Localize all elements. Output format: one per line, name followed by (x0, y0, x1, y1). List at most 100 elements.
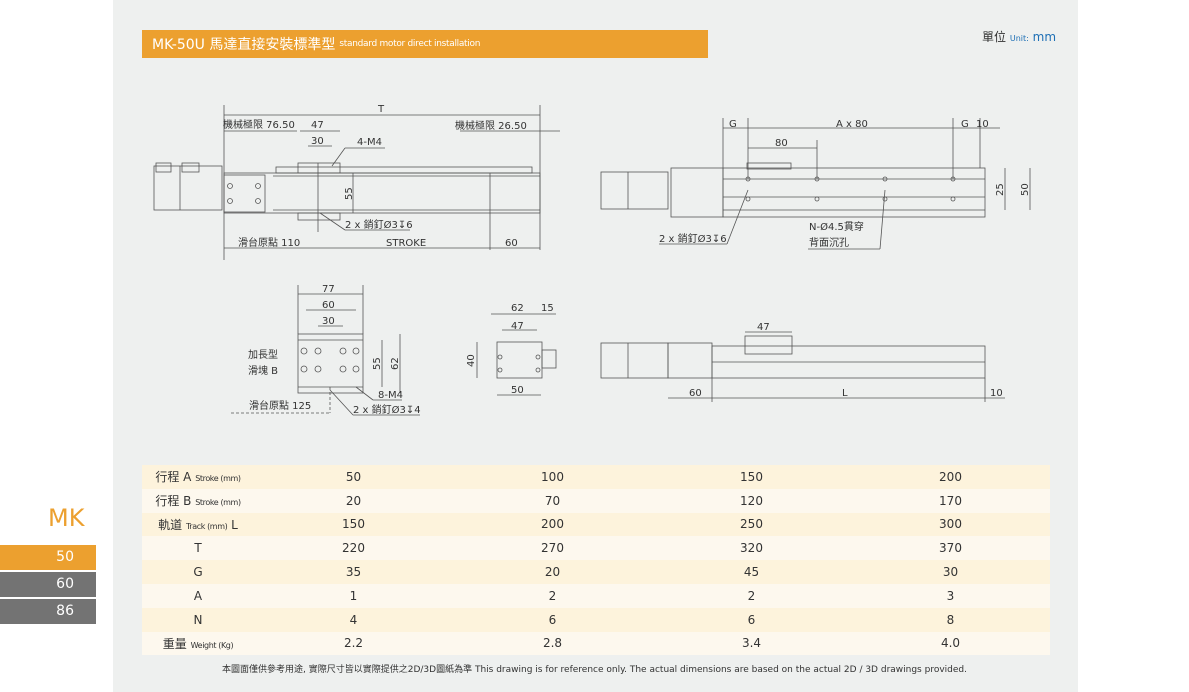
row-label-zh: N (193, 612, 203, 627)
drawing-end-view: 62 15 47 40 50 (466, 303, 557, 396)
row-label-zh: T (194, 541, 202, 556)
table-cell: 6 (747, 612, 756, 627)
row-label-en: Stroke (mm) (195, 474, 241, 484)
cover-plate (275, 166, 533, 174)
table-cell: 300 (939, 517, 962, 532)
section-title: MK-50U 馬達直接安裝標準型 (152, 37, 336, 53)
row-label-en: Track (mm) (186, 521, 228, 531)
table-cell: 370 (939, 541, 962, 556)
unit-label-en: Unit: (1009, 34, 1029, 43)
unit-label: 單位 Unit: mm (982, 28, 1056, 45)
dim-30: 30 (322, 316, 335, 327)
dim-50: 50 (511, 385, 524, 396)
row-label-suffix: L (231, 517, 238, 532)
label-slider-b: 滑塊 B (248, 364, 278, 377)
table-cell: 4.0 (940, 636, 961, 651)
series-tab-86[interactable]: 86 (0, 599, 96, 624)
dim-50: 50 (1020, 183, 1031, 196)
table-cell: 1 (349, 588, 358, 603)
label-8-m4: 8-M4 (378, 390, 403, 401)
table-cell: 2.2 (343, 636, 364, 651)
table-row: 軌道 Track (mm) L 150 200 250 300 (142, 512, 1050, 537)
slider (744, 335, 793, 355)
table-cell: 2 (548, 588, 557, 603)
dim-10: 10 (976, 119, 989, 130)
row-label-zh: 軌道 (158, 517, 183, 532)
dim-10: 10 (990, 388, 1003, 399)
dim-62: 62 (511, 303, 524, 314)
row-label-zh: A (193, 588, 203, 603)
unit-label-zh: 單位 (982, 30, 1007, 44)
dim-A-x-80: A x 80 (836, 119, 868, 130)
table-cell: 2.8 (542, 636, 563, 651)
dim-L: L (842, 388, 848, 399)
table-cell: 120 (740, 493, 763, 508)
table-cell: 150 (740, 469, 763, 484)
dim-55: 55 (344, 187, 355, 200)
row-label: 行程 A Stroke (mm) (142, 465, 254, 489)
table-cell: 100 (541, 469, 564, 484)
dim-origin-110: 滑台原點 110 (238, 236, 300, 249)
dim-60: 60 (322, 300, 335, 311)
unit-value: mm (1032, 30, 1057, 44)
disclaimer: 本圖面僅供參考用途, 實際尺寸皆以實際提供之2D/3D圖紙為準 This dra… (222, 665, 967, 675)
motor-connector (155, 162, 172, 173)
row-label-en: Stroke (mm) (195, 498, 241, 508)
series-tab-60[interactable]: 60 (0, 572, 96, 597)
motor-body (600, 171, 669, 210)
drawing-front-view: G A x 80 G 10 80 25 50 2 x 銷釘Ø3↧6 N-Ø4.5… (600, 118, 1031, 250)
table-cell: 6 (548, 612, 557, 627)
table-cell: 45 (743, 565, 760, 580)
dim-47: 47 (757, 322, 770, 333)
table-cell: 200 (541, 517, 564, 532)
table-cell: 220 (342, 541, 365, 556)
label-pin: 2 x 銷釘Ø3↧6 (659, 232, 727, 245)
row-label-en: Weight (Kg) (190, 640, 234, 650)
dim-77: 77 (322, 284, 335, 295)
dim-40: 40 (466, 354, 477, 367)
dim-25: 25 (995, 183, 1006, 196)
section-subtitle: standard motor direct installation (339, 39, 481, 49)
table-cell: 4 (349, 612, 358, 627)
dim-G-left: G (729, 119, 737, 130)
label-counterbore: 背面沉孔 (809, 236, 849, 249)
motor-body (600, 342, 669, 379)
label-4-m4: 4-M4 (357, 137, 382, 148)
row-label: 軌道 Track (mm) L (142, 513, 254, 537)
dim-G-right: G (961, 119, 969, 130)
dim-origin-125: 滑台原點 125 (249, 399, 311, 412)
table-cell: 3 (946, 588, 955, 603)
row-label-zh: 行程 A (155, 470, 192, 485)
table-cell: 70 (544, 493, 561, 508)
dim-stroke: STROKE (386, 238, 426, 249)
label-through-hole: N-Ø4.5貫穿 (809, 220, 864, 233)
slider-bottom (297, 212, 341, 221)
dim-62: 62 (390, 357, 401, 370)
dim-55: 55 (372, 357, 383, 370)
table-cell: 150 (342, 517, 365, 532)
row-label: 重量 Weight (Kg) (142, 632, 254, 656)
label-pin: 2 x 銷釘Ø3↧4 (353, 403, 421, 416)
row-label: 行程 B Stroke (mm) (142, 489, 254, 513)
drawing-side-view: 47 60 L 10 (600, 322, 1005, 402)
dim-limit-right: 機械極限 26.50 (455, 119, 527, 132)
dim-15: 15 (541, 303, 554, 314)
dim-47: 47 (511, 321, 524, 332)
table-cell: 250 (740, 517, 763, 532)
rail-body (223, 172, 541, 214)
row-label: A (142, 584, 254, 608)
row-label-zh: 行程 B (155, 494, 192, 509)
dim-47: 47 (311, 120, 324, 131)
slider-block (297, 333, 364, 394)
row-label: N (142, 608, 254, 632)
dim-60: 60 (689, 388, 702, 399)
drawing-top-view: T 機械極限 76.50 47 30 4-M4 機械極限 26.50 55 2 … (153, 104, 560, 260)
dim-T: T (377, 104, 385, 115)
dim-limit-left: 機械極限 76.50 (223, 118, 295, 131)
series-tab-50[interactable]: 50 (0, 545, 96, 570)
